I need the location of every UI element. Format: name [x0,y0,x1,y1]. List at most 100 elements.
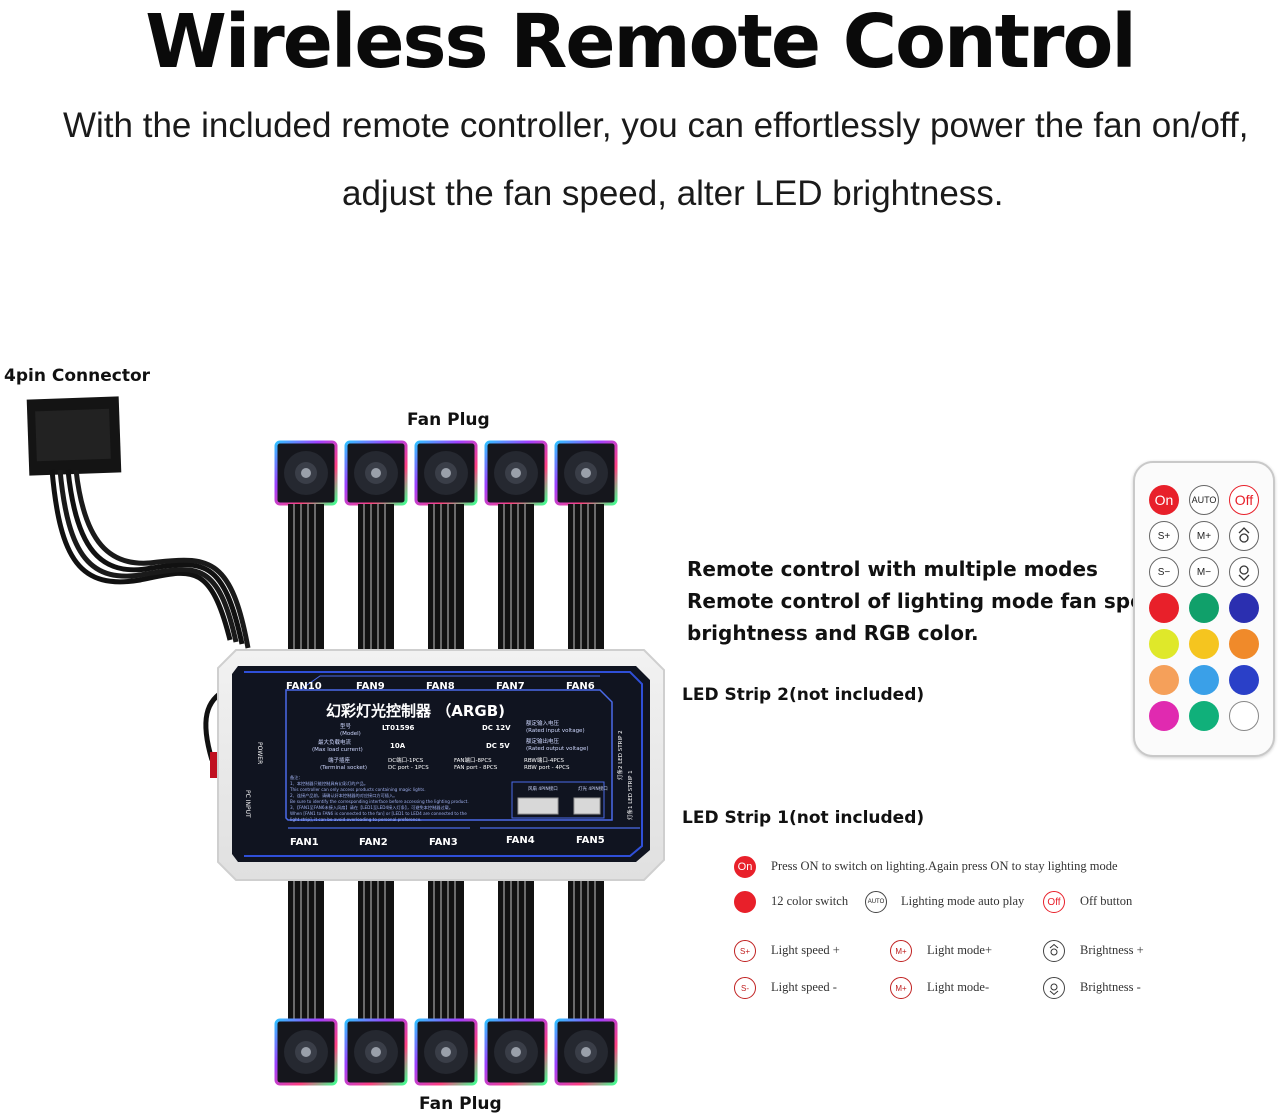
svg-text:备注：: 备注： [290,774,303,781]
remote-color-button[interactable] [1189,701,1219,731]
legend-mode-down-text: Light mode- [927,980,990,994]
voltage-out-label: 额定输出电压 [526,737,560,745]
feature-line-2: Remote control of lighting mode fan spee… [687,589,1172,613]
port-label-fan9: FAN9 [356,681,385,692]
remote-speed-down-button[interactable]: S− [1149,557,1179,587]
remote-color-button[interactable] [1149,629,1179,659]
feature-text: Remote control with multiple modes Remot… [687,553,1172,649]
rbw-port-cn: RBW端口-4PCS [524,756,564,764]
remote-color-button[interactable] [1229,593,1259,623]
led-strip-1-side-label: 灯条1 LED STRIP 1 [626,770,634,820]
led-strip-2-side-label: 灯条2 LED STRIP 2 [616,730,624,780]
remote-color-button[interactable] [1149,593,1179,623]
legend-mode-down-icon: M+ [890,977,912,999]
remote-color-button[interactable] [1189,665,1219,695]
svg-text:This controller can only acces: This controller can only access products… [289,787,426,792]
max-load-label: 最大负载电流 [318,738,352,746]
feature-line-1: Remote control with multiple modes [687,557,1098,581]
dc-port: DC port - 1PCS [388,765,429,771]
svg-text:Be sure to identify the corres: Be sure to identify the corresponding in… [290,799,469,804]
pc-input-label: PC INPUT [244,790,251,818]
remote-color-button[interactable] [1189,629,1219,659]
voltage-out-label-en: (Rated output voltage) [526,746,589,752]
remote-color-button[interactable] [1229,629,1259,659]
led-strip-2-label: LED Strip 2(not included) [682,685,925,705]
remote-off-button[interactable]: Off [1229,485,1259,515]
legend-speed-up-icon: S+ [734,940,756,962]
controller-hub: FAN10 FAN9 FAN8 FAN7 FAN6 幻彩灯光控制器 （ARGB)… [217,649,665,881]
fan-port-cn: FAN端口-8PCS [454,756,492,764]
legend-color-text: 12 color switch [771,894,849,908]
svg-text:2、连接产品前，请确认好本控制器的对应接口方可插入。: 2、连接产品前，请确认好本控制器的对应接口方可插入。 [290,792,397,799]
max-load-value: 10A [390,742,406,750]
voltage-in-label-en: (Rated input voltage) [526,728,585,734]
legend-brightness-down-icon [1043,977,1065,999]
terminal-label-en: (Terminal socket) [320,765,367,771]
controller-notes: 备注： 1、本控制器只能控制具有幻彩灯的产品。 This controller … [289,774,469,822]
svg-text:3、【FAN1至FAN6未接入风扇】请在【LED1至LED4: 3、【FAN1至FAN6未接入风扇】请在【LED1至LED4接入灯条】，可避免本… [290,804,453,811]
svg-text:1、本控制器只能控制具有幻彩灯的产品。: 1、本控制器只能控制具有幻彩灯的产品。 [290,780,368,787]
remote-control: On AUTO Off S+ M+ S− M− [1133,461,1275,757]
legend-speed-down-text: Light speed - [771,980,837,994]
port-label-fan1: FAN1 [290,837,319,848]
max-load-label-en: (Max load current) [312,747,363,753]
voltage-out-value: DC 5V [486,742,510,750]
legend-color-icon [734,891,756,913]
svg-text:When [FAN1 to FAN6 is connecte: When [FAN1 to FAN6 is connected to the f… [290,811,467,816]
port-label-fan3: FAN3 [429,837,458,848]
legend-speed-up-text: Light speed + [771,943,840,957]
remote-color-button[interactable] [1149,701,1179,731]
remote-color-button[interactable] [1229,665,1259,695]
remote-on-button[interactable]: On [1149,485,1179,515]
subtitle-line-2: adjust the fan speed, alter LED brightne… [342,174,1004,213]
legend-off-text: Off button [1080,894,1133,908]
voltage-in-value: DC 12V [482,724,511,732]
led-strip-1-label: LED Strip 1(not included) [682,808,925,828]
remote-brightness-down-button[interactable] [1229,557,1259,587]
legend-auto-text: Lighting mode auto play [901,894,1025,908]
sun-up-icon [1238,527,1250,543]
top-fans [274,440,618,654]
terminal-label: 端子插座 [328,756,351,764]
port-label-fan6: FAN6 [566,681,595,692]
port-label-fan8: FAN8 [426,681,455,692]
legend-auto-icon: AUTO [865,891,887,913]
legend-brightness-up-icon [1043,940,1065,962]
model-label: 型号 [340,722,352,730]
model-label-en: (Model) [340,731,361,737]
connector-label: 4pin Connector [4,366,151,386]
model-value: LT01596 [382,724,415,732]
fan-port: FAN port - 8PCS [454,765,498,771]
remote-color-button[interactable] [1149,665,1179,695]
remote-auto-button[interactable]: AUTO [1189,485,1219,515]
remote-color-button[interactable] [1189,593,1219,623]
legend-on-icon: On [734,856,756,878]
subtitle-line-1: With the included remote controller, you… [63,106,1249,145]
feature-line-3: brightness and RGB color. [687,621,979,645]
remote-mode-down-button[interactable]: M− [1189,557,1219,587]
legend-mode-up-text: Light mode+ [927,943,993,957]
remote-speed-up-button[interactable]: S+ [1149,521,1179,551]
controller-title: 幻彩灯光控制器 （ARGB) [326,702,505,720]
port-label-fan7: FAN7 [496,681,525,692]
legend-on-text: Press ON to switch on lighting.Again pre… [771,859,1118,873]
remote-color-button[interactable] [1229,701,1259,731]
dc-port-cn: DC端口-1PCS [388,756,424,764]
sun-down-icon [1238,565,1250,581]
remote-brightness-up-button[interactable] [1229,521,1259,551]
button-legend: On Press ON to switch on lighting.Again … [734,856,1274,1006]
legend-brightness-up-text: Brightness + [1080,943,1144,957]
remote-mode-up-button[interactable]: M+ [1189,521,1219,551]
port-label-fan2: FAN2 [359,837,388,848]
port-label-fan10: FAN10 [286,681,322,692]
voltage-in-label: 额定输入电压 [526,719,560,727]
page-title: Wireless Remote Control [145,0,1136,85]
port-label-fan4: FAN4 [506,835,535,846]
port-label-fan5: FAN5 [576,835,605,846]
fan-plug-top-label: Fan Plug [407,410,490,430]
fan-plug-bottom-label: Fan Plug [419,1094,502,1114]
power-label: POWER [256,742,263,764]
legend-speed-down-icon: S- [734,977,756,999]
legend-brightness-down-text: Brightness - [1080,980,1141,994]
molex-connector [26,396,251,778]
